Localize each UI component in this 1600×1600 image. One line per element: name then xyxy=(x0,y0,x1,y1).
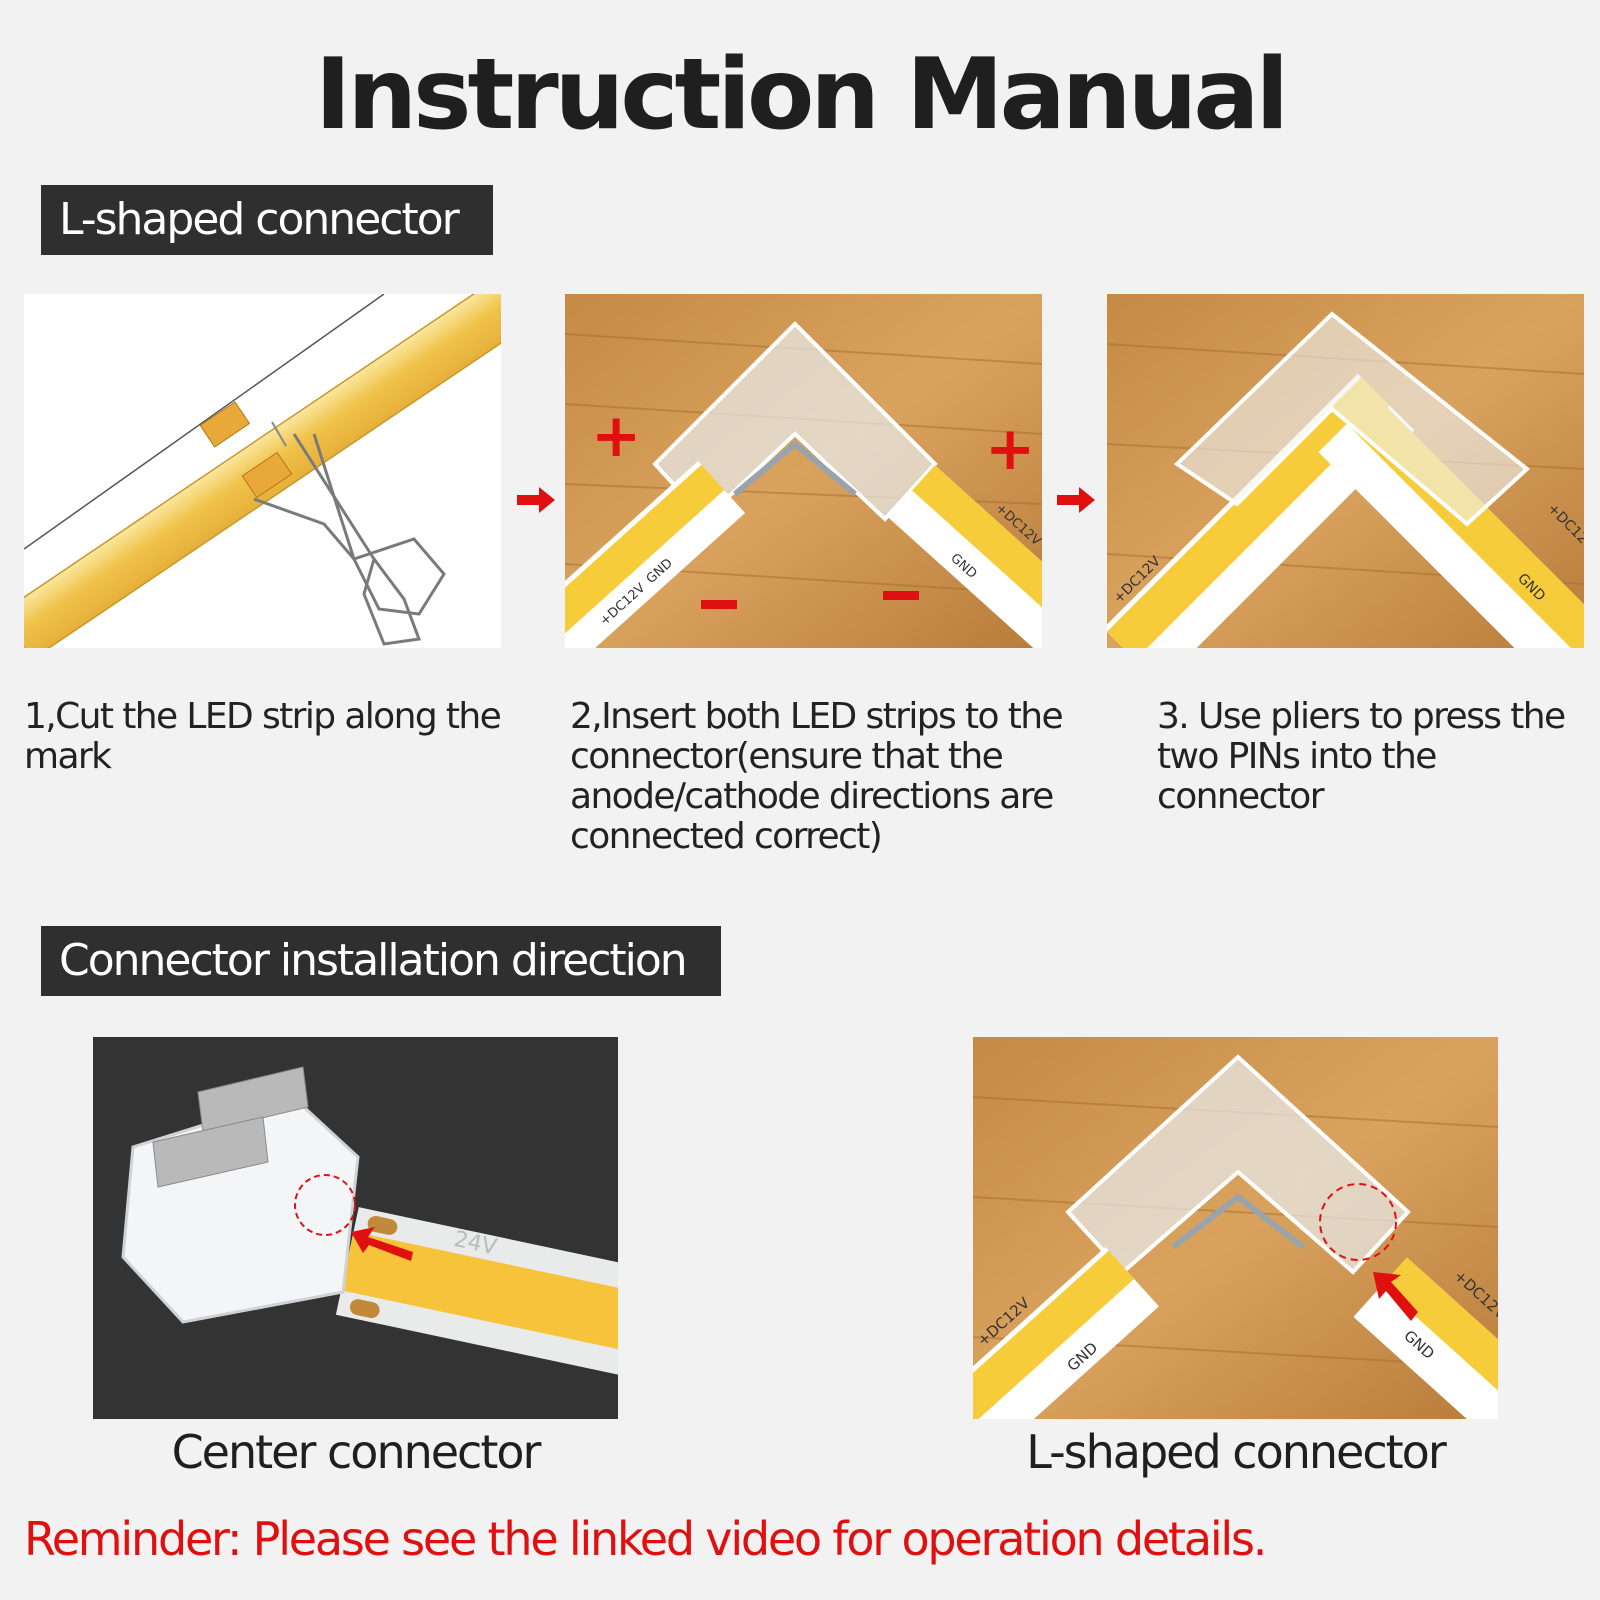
step3-text: 3. Use pliers to press the two PINs into… xyxy=(1157,696,1566,817)
arrow-right-icon xyxy=(1055,485,1097,515)
step2-illustration: +DC12V GND +DC12V GND + + xyxy=(565,294,1042,648)
caption-center-connector: Center connector xyxy=(171,1425,542,1479)
l-connector-illustration: +DC12V GND +DC12V GND xyxy=(973,1037,1498,1419)
center-connector-illustration: 24V xyxy=(93,1037,618,1419)
dashed-circle-marker xyxy=(1319,1183,1397,1261)
step1-text: 1,Cut the LED strip along the mark xyxy=(24,696,502,777)
reminder-text: Reminder: Please see the linked video fo… xyxy=(24,1512,1267,1566)
scissors-icon xyxy=(253,433,446,646)
svg-text:+: + xyxy=(591,401,641,471)
arrow-right-icon xyxy=(515,485,557,515)
section-label-l-shaped: L-shaped connector xyxy=(41,185,493,255)
page-title: Instruction Manual xyxy=(314,38,1289,152)
arrow-insert-icon xyxy=(1373,1272,1418,1321)
dashed-circle-marker xyxy=(294,1174,356,1236)
arrow-insert-icon xyxy=(351,1227,413,1261)
minus-mark-left xyxy=(701,600,737,609)
caption-l-shaped-connector: L-shaped connector xyxy=(1026,1425,1446,1479)
step2-text: 2,Insert both LED strips to the connecto… xyxy=(570,696,1064,857)
minus-mark-right xyxy=(883,591,919,600)
step3-illustration: +DC12V +DC12V GND xyxy=(1107,294,1584,648)
section-label-direction: Connector installation direction xyxy=(41,926,721,996)
svg-text:+: + xyxy=(985,414,1035,484)
step1-illustration xyxy=(24,294,501,648)
